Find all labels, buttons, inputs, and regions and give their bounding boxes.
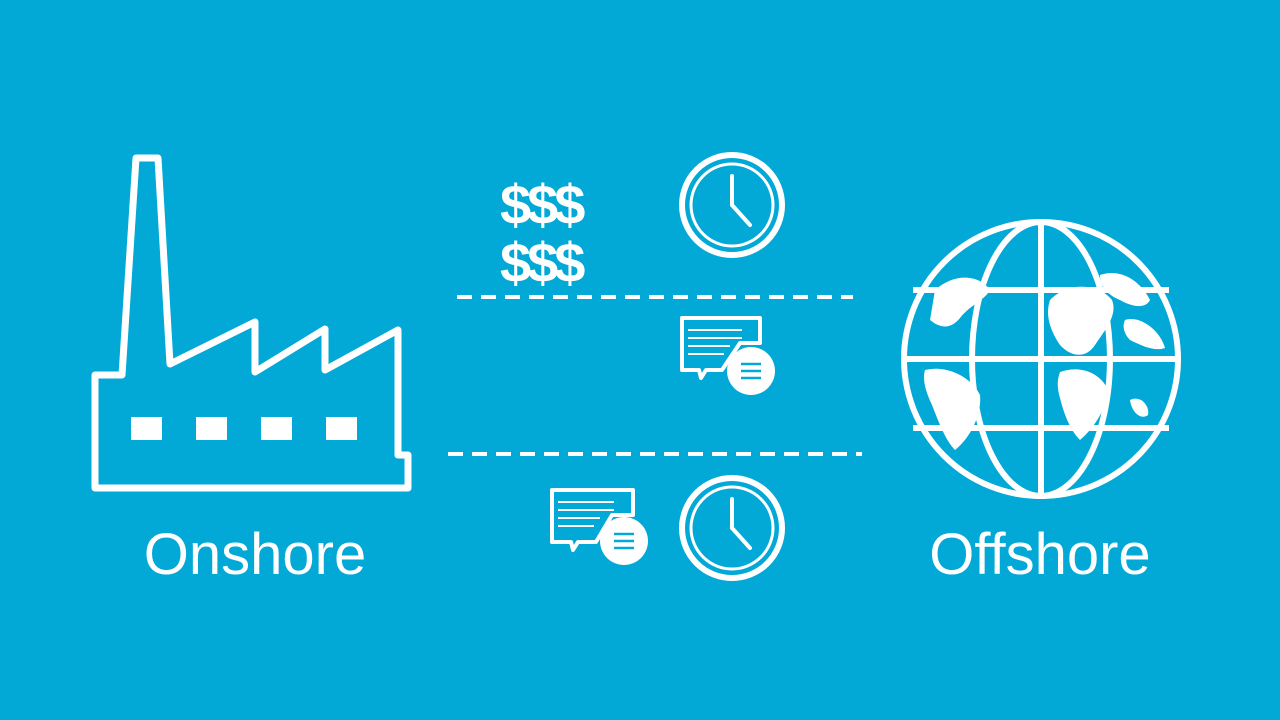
- clock-icon: [679, 475, 785, 581]
- cost-symbols-row-2: $$$: [500, 231, 585, 294]
- chat-bubbles-icon: [680, 316, 775, 395]
- offshore-label: Offshore: [929, 522, 1151, 587]
- factory-window: [261, 417, 292, 440]
- factory-window: [196, 417, 227, 440]
- factory-window: [326, 417, 357, 440]
- onshore-label: Onshore: [143, 522, 367, 587]
- chat-bubbles-icon: [550, 488, 648, 565]
- factory-window: [131, 417, 162, 440]
- globe-icon: [901, 219, 1181, 499]
- cost-symbols-row-1: $$$: [500, 173, 585, 236]
- clock-icon: [679, 152, 785, 258]
- factory-icon: [91, 154, 412, 492]
